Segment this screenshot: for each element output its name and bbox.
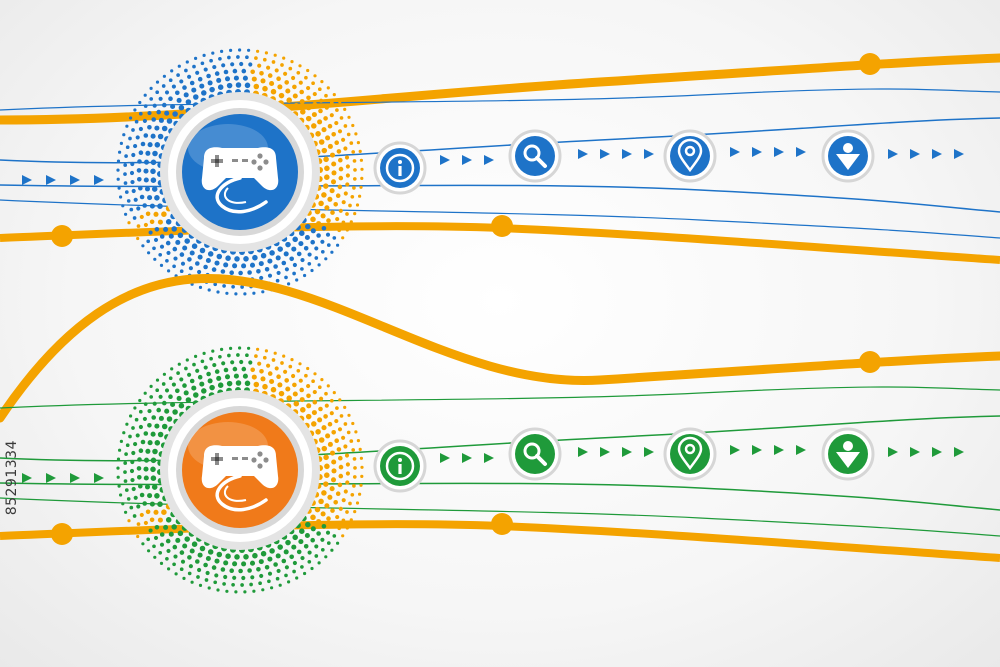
- arrow-marker: [910, 447, 920, 457]
- arrow-marker: [440, 155, 450, 165]
- arrow-marker: [70, 473, 80, 483]
- arrow-marker: [578, 447, 588, 457]
- arrow-marker: [622, 447, 632, 457]
- main-button[interactable]: [160, 390, 320, 550]
- search-icon: [523, 442, 547, 466]
- arrow-marker: [46, 175, 56, 185]
- arrow-marker: [622, 149, 632, 159]
- accent-line: [0, 88, 1000, 111]
- gamepad-icon: [201, 147, 279, 214]
- line-node: [491, 513, 513, 535]
- arrow-marker: [462, 155, 472, 165]
- location-pin-icon: [677, 138, 703, 173]
- search-icon: [523, 144, 547, 168]
- orange-wave-top: [0, 53, 1000, 125]
- user-badge-icon: [836, 441, 860, 468]
- step-search-icon[interactable]: [508, 427, 562, 481]
- step-search-icon[interactable]: [508, 129, 562, 183]
- halftone-dots: [116, 346, 364, 594]
- arrow-marker: [600, 149, 610, 159]
- arrow-marker: [22, 175, 32, 185]
- arrow-marker: [578, 149, 588, 159]
- arrow-marker: [94, 473, 104, 483]
- step-location-pin-icon[interactable]: [663, 427, 717, 481]
- step-info-icon[interactable]: [373, 141, 427, 195]
- step-location-pin-icon[interactable]: [663, 129, 717, 183]
- stock-id-watermark: 85291334: [4, 440, 20, 516]
- arrow-marker: [932, 149, 942, 159]
- arrow-marker: [954, 447, 964, 457]
- arrow-marker: [644, 447, 654, 457]
- arrow-marker: [910, 149, 920, 159]
- arrow-marker: [600, 447, 610, 457]
- arrow-marker: [796, 445, 806, 455]
- arrow-marker: [46, 473, 56, 483]
- arrow-marker: [774, 445, 784, 455]
- arrow-marker: [440, 453, 450, 463]
- step-info-icon[interactable]: [373, 439, 427, 493]
- line-node: [51, 225, 73, 247]
- accent-line: [0, 386, 1000, 409]
- arrow-marker: [774, 147, 784, 157]
- arrow-marker: [70, 175, 80, 185]
- line-node: [491, 215, 513, 237]
- arrow-marker: [888, 149, 898, 159]
- arrow-marker: [932, 447, 942, 457]
- step-user-badge-icon[interactable]: [821, 129, 875, 183]
- location-pin-icon: [677, 436, 703, 471]
- arrow-marker: [484, 155, 494, 165]
- step-user-badge-icon[interactable]: [821, 427, 875, 481]
- arrow-marker: [752, 445, 762, 455]
- arrow-marker: [730, 445, 740, 455]
- gamepad-icon: [201, 445, 279, 512]
- arrow-marker: [644, 149, 654, 159]
- main-button[interactable]: [160, 92, 320, 252]
- arrow-marker: [462, 453, 472, 463]
- line-node: [859, 351, 881, 373]
- arrow-marker: [888, 447, 898, 457]
- arrow-marker: [484, 453, 494, 463]
- arrow-marker: [796, 147, 806, 157]
- arrow-marker: [730, 147, 740, 157]
- arrow-marker: [94, 175, 104, 185]
- blue-row: [0, 48, 1000, 296]
- info-icon: [385, 451, 415, 481]
- user-badge-icon: [836, 143, 860, 170]
- arrow-marker: [22, 473, 32, 483]
- line-node: [859, 53, 881, 75]
- orange-row: [0, 273, 1000, 594]
- line-node: [51, 523, 73, 545]
- arrow-marker: [752, 147, 762, 157]
- info-icon: [385, 153, 415, 183]
- arrow-marker: [954, 149, 964, 159]
